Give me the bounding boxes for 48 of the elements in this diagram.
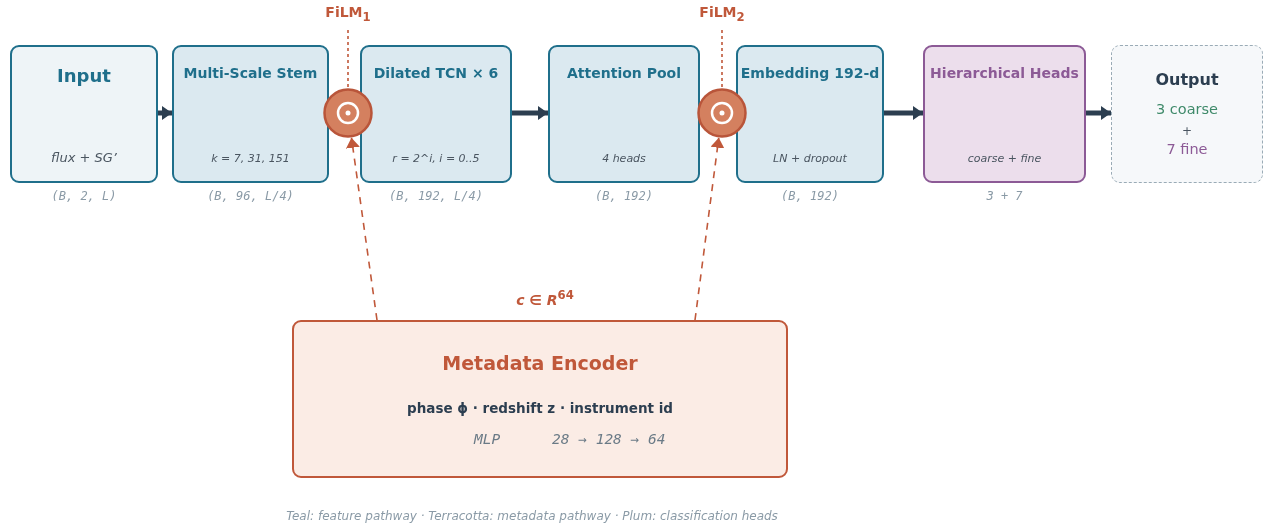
- leader-line: [721, 29, 723, 89]
- output-text: +: [1180, 124, 1194, 138]
- process-box: [360, 45, 512, 183]
- shape-label: (B, 192): [781, 189, 839, 203]
- arrow: [512, 106, 548, 120]
- process-box: [736, 45, 884, 183]
- output-text: 7 fine: [1165, 141, 1209, 157]
- box-subtitle: k = 7, 31, 151: [210, 152, 291, 165]
- arrow: [158, 106, 172, 120]
- process-box: [548, 45, 700, 183]
- film-multiply-circle: [323, 88, 373, 138]
- caption: Teal: feature pathway · Terracotta: metadata pathway · Plum: classification heads: [286, 509, 778, 523]
- box-subtitle: r = 2^i, i = 0..5: [391, 152, 481, 165]
- box-subtitle: flux + SG’: [50, 150, 118, 165]
- film-label: FiLM$_{2}$: [692, 4, 752, 26]
- box-title: Metadata Encoder: [441, 352, 639, 374]
- heads-box: [923, 45, 1086, 183]
- box-detail: 28 → 128 → 64: [552, 431, 666, 447]
- process-box: [172, 45, 329, 183]
- output-text: 3 coarse: [1155, 101, 1219, 117]
- box-detail: MLP: [474, 431, 501, 447]
- arrow: [884, 106, 923, 120]
- shape-label: (B, 192, L/4): [389, 189, 483, 203]
- box-subtitle: 4 heads: [601, 152, 647, 165]
- film-label: FiLM$_{1}$: [318, 4, 378, 26]
- encoder-box: [292, 320, 788, 478]
- input-box: [10, 45, 158, 183]
- shape-label: (B, 2, L): [51, 189, 117, 203]
- box-subtitle: coarse + fine: [966, 152, 1043, 165]
- box-title: Hierarchical Heads: [929, 65, 1080, 81]
- vector-label: c ∈ R$^{64}$: [516, 288, 574, 308]
- film-multiply-circle: [697, 88, 747, 138]
- arrow: [345, 136, 378, 321]
- shape-label: (B, 192): [595, 189, 653, 203]
- box-title: Output: [1154, 70, 1220, 89]
- box-subtitle: LN + dropout: [772, 152, 848, 165]
- box-title: Multi-Scale Stem: [182, 65, 319, 81]
- arrow: [694, 137, 725, 321]
- box-title: Dilated TCN × 6: [372, 65, 500, 81]
- box-title: Attention Pool: [566, 65, 682, 81]
- box-subtitle: phase ϕ · redshift z · instrument id: [406, 400, 674, 416]
- shape-label: 3 + 7: [986, 189, 1023, 203]
- output-box: [1111, 45, 1263, 183]
- shape-label: (B, 96, L/4): [207, 189, 294, 203]
- arrow: [1086, 106, 1111, 120]
- box-title: Embedding 192-d: [739, 65, 881, 81]
- leader-line: [347, 29, 349, 89]
- box-title: Input: [56, 65, 112, 86]
